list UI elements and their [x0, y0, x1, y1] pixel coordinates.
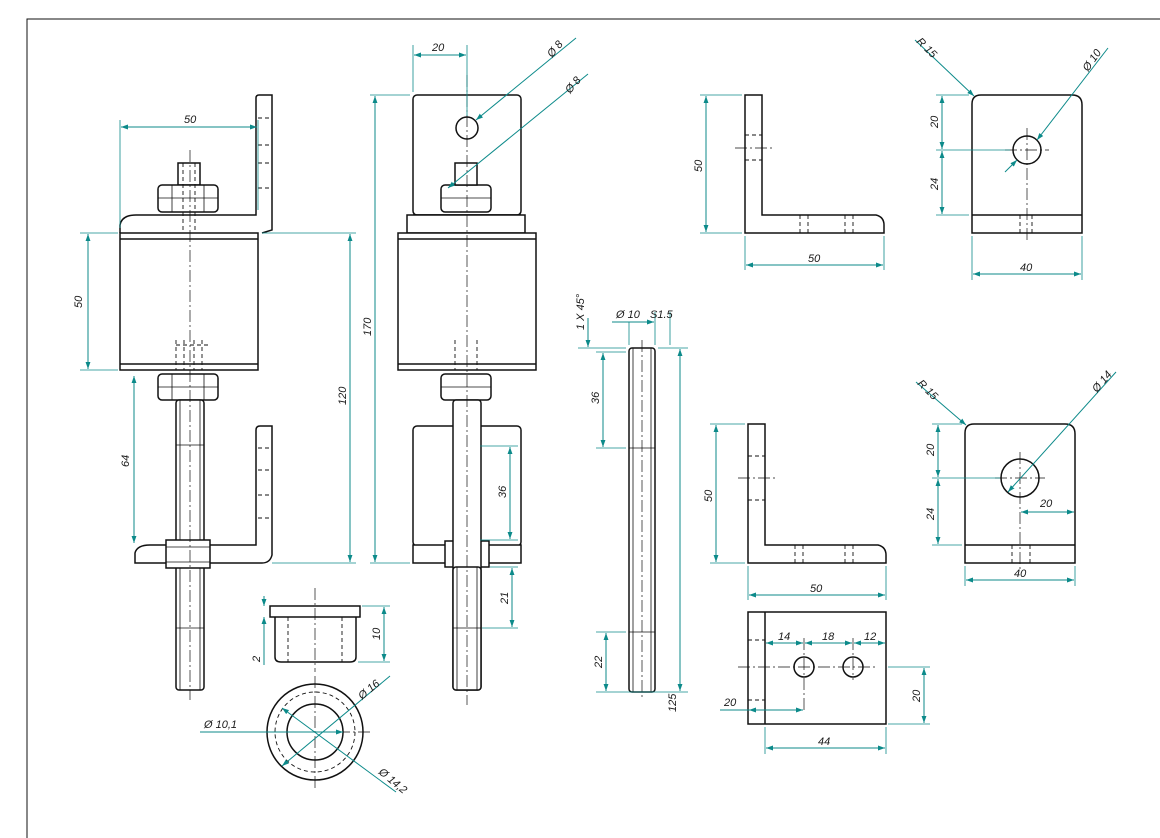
dim-bracket-b-side-width: 40	[1014, 568, 1027, 580]
bracket-b-plate	[964, 423, 1076, 564]
dim-bracket-width: 50	[184, 114, 197, 126]
dim-line-bracket-a-hole	[1036, 47, 1109, 141]
dim-bracket-b-height: 50	[703, 489, 715, 502]
dim-bracket-a-lower: 24	[929, 178, 941, 191]
bracket-b-l-profile	[747, 423, 887, 564]
dim-rod-total: 125	[667, 693, 679, 712]
dim-thread-top: 36	[590, 391, 602, 404]
dim-rod-chamfer: 1 X 45°	[575, 293, 587, 330]
bracket-b-front-view: 50 50	[703, 423, 887, 600]
upper-nut	[157, 184, 219, 213]
dim-rod-length: 64	[120, 455, 132, 467]
dim-side-total: 170	[362, 317, 374, 336]
dim-rod-diameter: Ø 10	[615, 309, 641, 321]
drawing-frame	[26, 18, 1160, 838]
dim-slot: 36	[497, 485, 509, 498]
dim-line-bracket-b-radius	[915, 381, 967, 426]
dim-bracket-a-width: 50	[808, 253, 821, 265]
dim-line-bracket-a-radius	[914, 39, 975, 97]
dim-line-bushing-flange-dia	[281, 707, 397, 793]
dim-bushing-height: 10	[371, 627, 383, 640]
front-assembly-view: 50 50 64 120	[73, 94, 356, 700]
bushing-view: 10 2 Ø 10,1 Ø 16 Ø 14,2	[200, 588, 409, 797]
dim-bracket-a-side-width: 40	[1020, 262, 1033, 274]
bracket-a-l-profile	[744, 94, 885, 234]
dim-line-bushing-outer	[281, 675, 391, 767]
dim-bracket-b-top-width: 44	[818, 736, 830, 748]
dim-bracket-b-lower: 24	[925, 508, 937, 521]
dim-bracket-a-hole: Ø 10	[1080, 47, 1105, 75]
dim-bracket-b-top-d3: 12	[864, 631, 876, 643]
side-assembly-view: 20 Ø 8 Ø 8 170 36 21	[362, 37, 589, 705]
dim-bracket-a-upper: 20	[929, 115, 941, 129]
bracket-b-side-view: R 15 Ø 14 20 24 20 40	[915, 369, 1117, 586]
bracket-b-top-plate	[747, 611, 887, 725]
lower-bracket	[134, 425, 273, 564]
bracket-a-side-view: R 15 Ø 10 20 24 40	[914, 36, 1109, 280]
dim-hole-lower: Ø 8	[562, 74, 584, 97]
dim-bushing-outer: Ø 16	[355, 677, 382, 703]
dim-bracket-b-top-right: 20	[911, 689, 923, 703]
dim-line-hole-lower	[447, 73, 589, 189]
dim-line-bracket-b-hole	[1007, 371, 1117, 493]
dim-hole-upper: Ø 8	[544, 38, 566, 61]
dim-bracket-b-hole: Ø 14	[1089, 369, 1114, 396]
dim-block-height: 50	[73, 295, 85, 308]
bushing-body	[274, 617, 357, 663]
dim-line-hole-upper	[475, 37, 577, 121]
upper-bracket	[119, 94, 273, 234]
dim-bracket-b-top-left: 20	[723, 697, 737, 709]
dim-end: 21	[499, 592, 511, 605]
rod-view: Ø 10 S1.5 1 X 45° 36 22 125	[575, 293, 688, 712]
dim-thread-bottom: 22	[593, 656, 605, 669]
dim-bracket-b-upper: 20	[925, 443, 937, 457]
dim-total-height: 120	[337, 386, 349, 405]
damper-block	[119, 232, 259, 371]
dim-bracket-b-width: 50	[810, 583, 823, 595]
dim-rod-pitch: S1.5	[650, 309, 674, 321]
dim-bracket-b-top-d2: 18	[822, 631, 835, 643]
bracket-b-top-view: 14 18 12 20 20 44	[720, 611, 930, 754]
dim-bracket-a-height: 50	[693, 159, 705, 172]
dim-bracket-a-radius: R 15	[914, 36, 940, 62]
dim-bracket-b-top-d1: 14	[778, 631, 790, 643]
dim-bushing-flange: 2	[251, 656, 263, 663]
dim-offset: 20	[431, 42, 445, 54]
bracket-a-front-view: 50 50	[693, 94, 885, 270]
dim-bushing-inner: Ø 10,1	[203, 719, 237, 731]
dim-bracket-b-offset: 20	[1039, 498, 1053, 510]
